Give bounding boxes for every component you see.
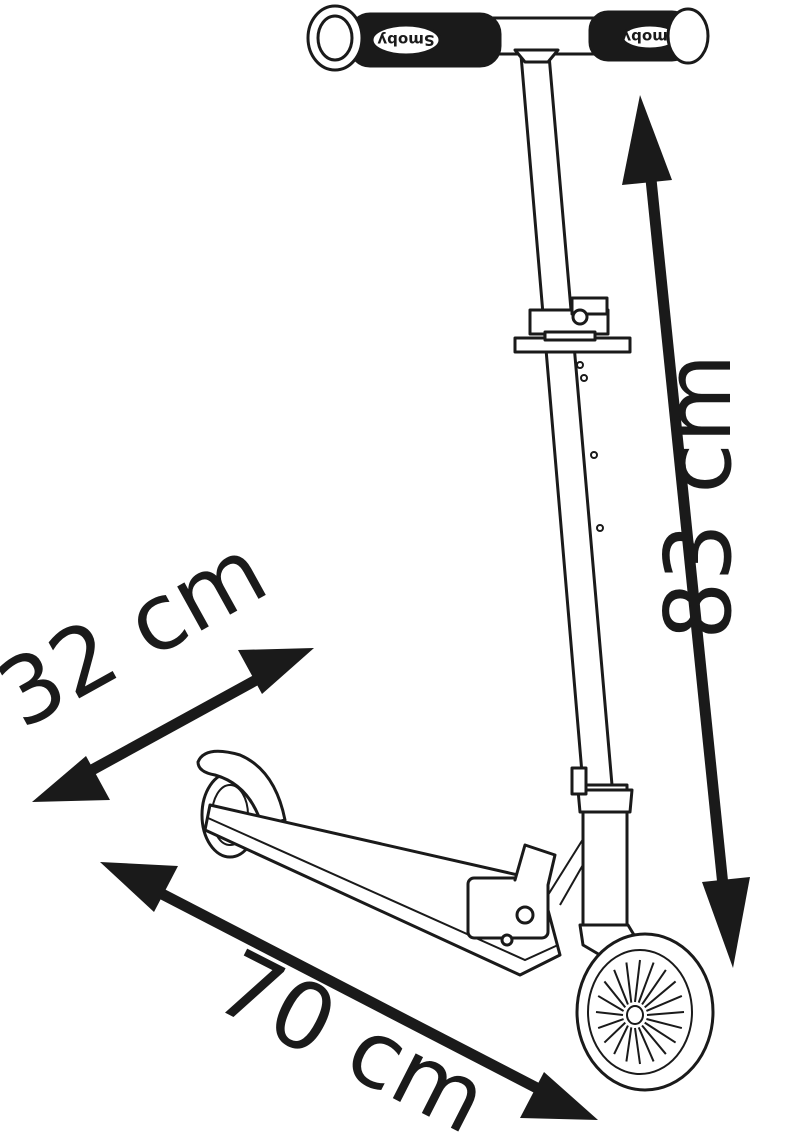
handlebar: Smoby Smoby — [306, 4, 710, 72]
wheel-spoke — [625, 1027, 633, 1062]
wheel-spoke — [613, 1025, 629, 1055]
deck — [203, 803, 601, 977]
wheel-spoke — [613, 969, 629, 1005]
wheel-spoke — [646, 995, 683, 1012]
length-label: 70 cm — [200, 929, 504, 1147]
front-wheel — [575, 932, 715, 1092]
height-dimension-arrow — [622, 95, 750, 968]
width-dimension-arrow — [32, 648, 314, 802]
wheel-spoke — [634, 959, 641, 1003]
wheel-spoke — [625, 962, 633, 1003]
height-label: 83 cm — [645, 353, 752, 640]
wheel-spoke — [641, 1024, 667, 1055]
wheel-spoke — [646, 1018, 683, 1030]
wheel-spoke — [637, 1026, 655, 1062]
width-label: 32 cm — [0, 517, 283, 749]
wheel-spoke — [595, 1011, 624, 1016]
wheel-spoke — [644, 980, 677, 1009]
grip-logo-left: Smoby — [377, 31, 434, 49]
grip-logo-right: Smoby — [621, 28, 678, 46]
wheel-spoke — [597, 995, 625, 1012]
scooter-stem — [519, 53, 614, 787]
wheel-spoke — [597, 1018, 624, 1030]
wheel-spoke — [603, 1021, 626, 1044]
wheel-spoke — [603, 980, 627, 1008]
wheel-spoke — [641, 969, 667, 1006]
wheel-spoke — [646, 1011, 685, 1016]
length-dimension-arrow — [100, 862, 598, 1120]
wheel-spoke — [644, 1021, 677, 1044]
wheel-spoke — [637, 962, 655, 1003]
folding-clamp — [513, 296, 632, 354]
wheel-spoke — [634, 1027, 641, 1065]
